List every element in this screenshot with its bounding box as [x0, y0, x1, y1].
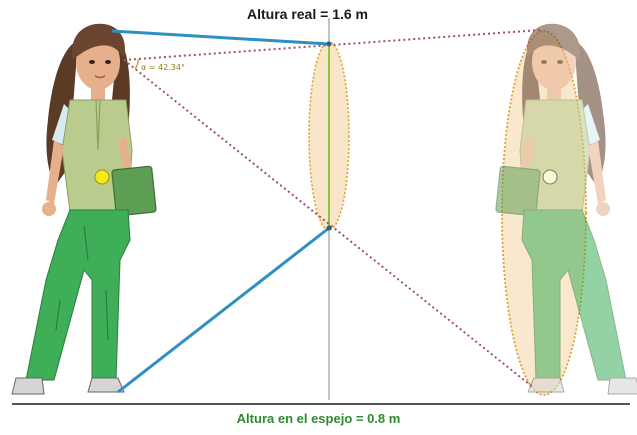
angle-arc [134, 58, 139, 70]
real-height-text: Altura real = 1.6 m [246, 6, 368, 22]
mirror-bottom-point [326, 225, 332, 231]
girl-figure [11, 23, 157, 395]
mirror-height-label: Altura en el espejo = 0.8 m [236, 411, 401, 426]
girl-center-dot [94, 169, 110, 185]
girl-shoe-right [87, 377, 125, 393]
blue-ray-top [111, 29, 330, 46]
blue-ray-bottom [117, 226, 330, 394]
reflection-figure [495, 23, 637, 395]
girl-shoe-left [11, 377, 45, 395]
mirror-top-point [326, 41, 332, 47]
real-height-label: Altura real = 1.6 m [0, 6, 637, 22]
reflection-center-dot [542, 169, 558, 185]
angle-label: α = 42.34° [141, 63, 185, 72]
girl-book [111, 165, 157, 217]
girl-pants [25, 209, 131, 381]
